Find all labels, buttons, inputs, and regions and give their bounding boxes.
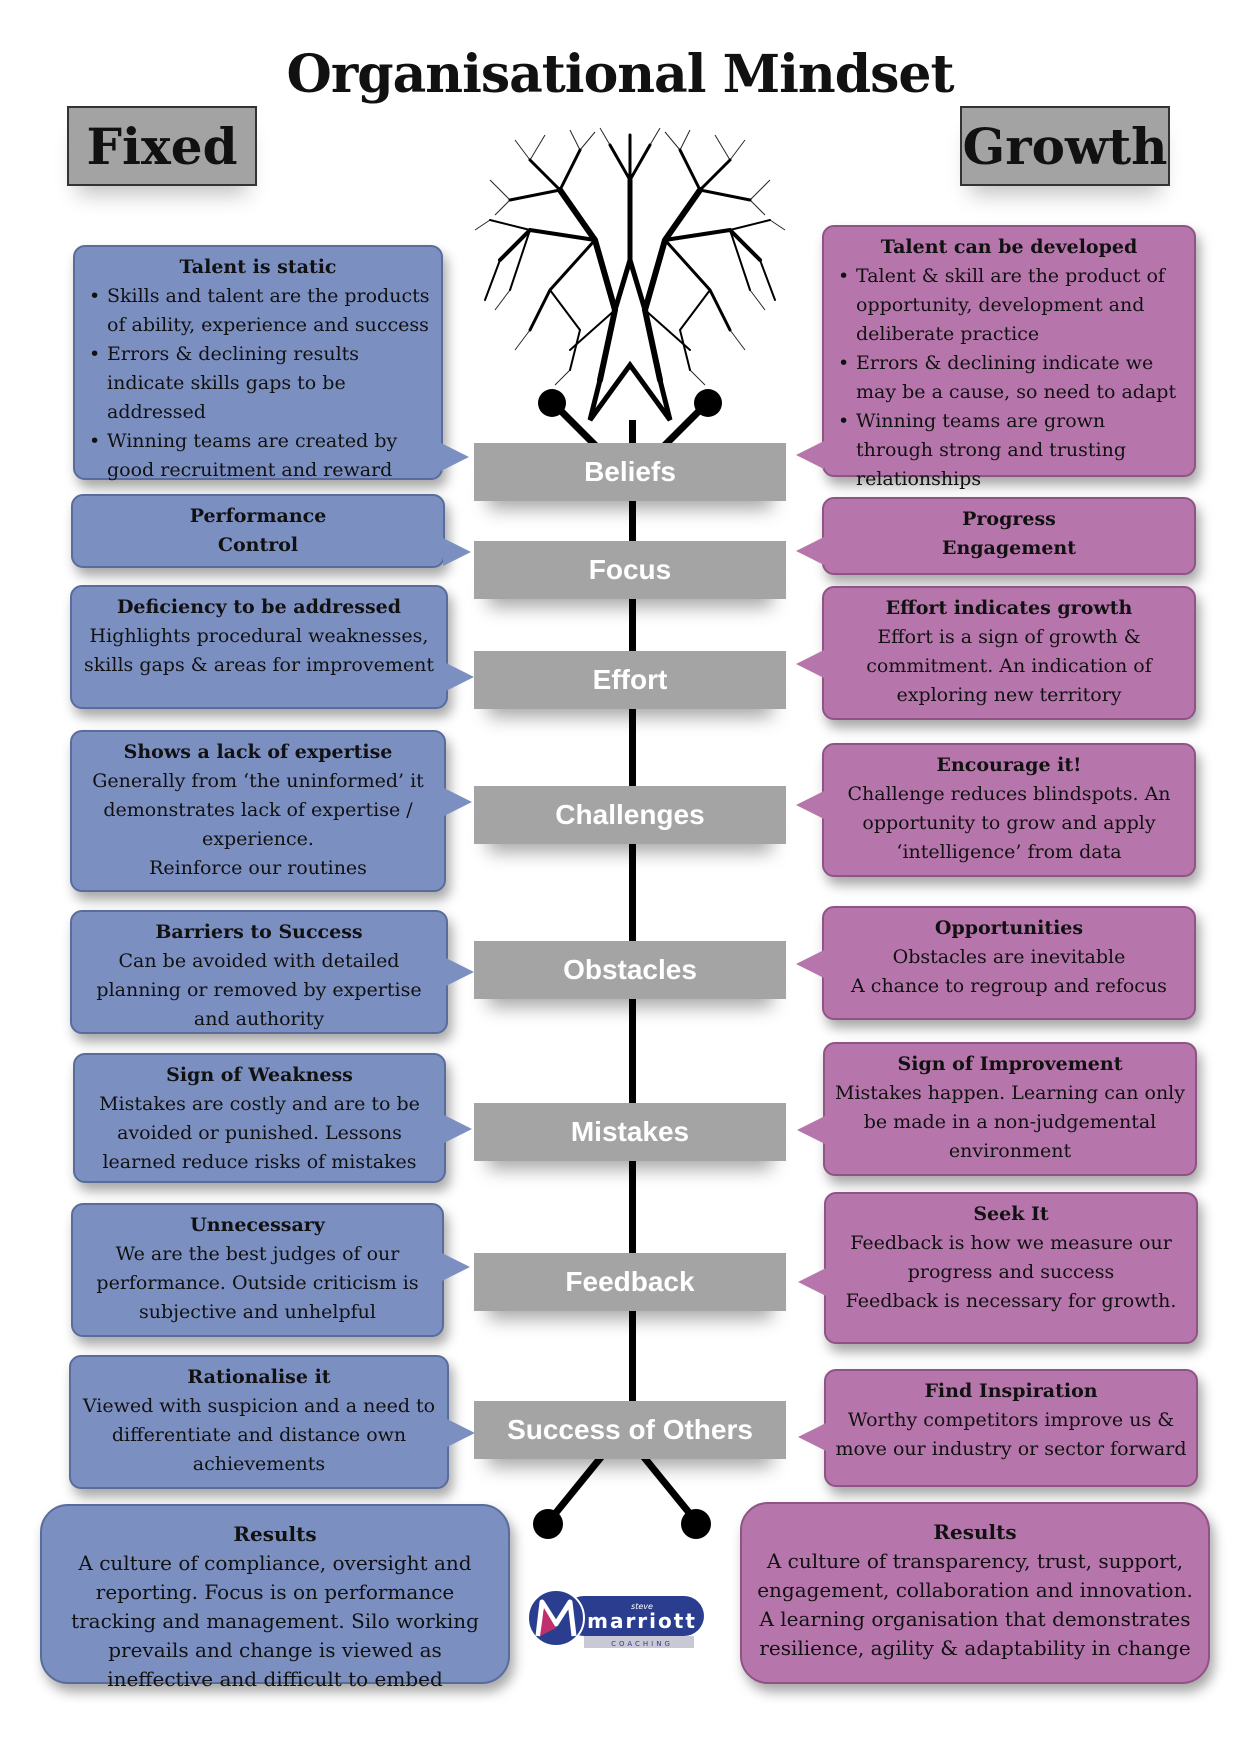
card-heading: Deficiency to be addressed	[116, 596, 402, 618]
card-heading: Talent can be developed	[880, 236, 1138, 258]
bullet-list: Talent & skill are the product of opport…	[834, 262, 1184, 494]
card-body: Generally from ‘the uninformed’ it demon…	[92, 770, 424, 850]
category-beliefs: Beliefs	[474, 443, 786, 501]
fixed-beliefs-card: Talent is static Skills and talent are t…	[73, 245, 443, 510]
card-heading: Performance	[189, 505, 327, 527]
card-body: Challenge reduces blindspots. An opportu…	[847, 783, 1171, 863]
card-heading: Encourage it!	[936, 754, 1082, 776]
fixed-mistakes-card: Sign of Weakness Mistakes are costly and…	[73, 1053, 446, 1183]
tree-icon	[474, 127, 786, 422]
card-body-2: Feedback is necessary for growth.	[845, 1290, 1177, 1312]
fixed-challenges-card: Shows a lack of expertise Generally from…	[70, 730, 446, 892]
card-heading: Find Inspiration	[924, 1380, 1098, 1402]
fixed-obstacles-card: Barriers to Success Can be avoided with …	[70, 910, 448, 1034]
bullet-item: Errors & declining indicate we may be a …	[834, 349, 1184, 407]
bullet-item: Skills and talent are the products of ab…	[85, 282, 431, 340]
card-body-2: A chance to regroup and refocus	[851, 975, 1167, 997]
growth-results-card: Results A culture of transparency, trust…	[740, 1502, 1210, 1684]
fixed-focus-card: Performance Control	[71, 494, 445, 568]
growth-mistakes-card: Sign of Improvement Mistakes happen. Lea…	[823, 1042, 1197, 1176]
card-body: We are the best judges of our performanc…	[96, 1243, 419, 1323]
card-body: Obstacles are inevitable	[892, 946, 1126, 968]
card-heading: Results	[933, 1520, 1017, 1544]
card-body: Worthy competitors improve us & move our…	[835, 1409, 1187, 1460]
category-challenges: Challenges	[474, 786, 786, 844]
card-heading: Results	[233, 1522, 317, 1546]
marriott-coaching-logo: steve marriott COACHING	[527, 1589, 704, 1648]
card-heading: Unnecessary	[190, 1214, 325, 1236]
category-feedback: Feedback	[474, 1253, 786, 1311]
growth-focus-card: Progress Engagement	[822, 497, 1196, 575]
growth-feedback-card: Seek It Feedback is how we measure our p…	[824, 1192, 1198, 1344]
growth-beliefs-card: Talent can be developed Talent & skill a…	[822, 225, 1196, 490]
card-body: Effort is a sign of growth & commitment.…	[866, 626, 1152, 706]
bullet-item: Errors & declining results indicate skil…	[85, 340, 431, 427]
bullet-item: Winning teams are grown through strong a…	[834, 407, 1184, 494]
growth-challenges-card: Encourage it! Challenge reduces blindspo…	[822, 743, 1196, 877]
top-connector	[538, 389, 722, 453]
logo-sub-text: COACHING	[611, 1640, 673, 1648]
card-heading: Opportunities	[934, 917, 1084, 939]
fixed-success-card: Rationalise it Viewed with suspicion and…	[69, 1355, 449, 1489]
growth-success-card: Find Inspiration Worthy competitors impr…	[824, 1369, 1198, 1487]
card-heading: Effort indicates growth	[885, 597, 1133, 619]
center-spine	[629, 420, 636, 1420]
card-heading: Sign of Weakness	[166, 1064, 353, 1086]
card-heading: Talent is static	[179, 256, 337, 278]
card-heading: Barriers to Success	[155, 921, 363, 943]
card-body: Viewed with suspicion and a need to diff…	[82, 1395, 436, 1475]
category-mistakes: Mistakes	[474, 1103, 786, 1161]
fixed-feedback-card: Unnecessary We are the best judges of ou…	[71, 1203, 444, 1337]
card-heading: Rationalise it	[187, 1366, 331, 1388]
fixed-results-card: Results A culture of compliance, oversig…	[40, 1504, 510, 1691]
card-body: Mistakes happen. Learning can only be ma…	[835, 1082, 1185, 1162]
category-obstacles: Obstacles	[474, 941, 786, 999]
card-heading: Sign of Improvement	[897, 1053, 1123, 1075]
card-heading: Seek It	[973, 1203, 1049, 1225]
card-body: A culture of transparency, trust, suppor…	[757, 1549, 1193, 1660]
fixed-header: Fixed	[67, 106, 257, 186]
card-heading: Progress	[962, 508, 1056, 530]
bullet-item: Talent & skill are the product of opport…	[834, 262, 1184, 349]
card-body: Mistakes are costly and are to be avoide…	[99, 1093, 420, 1173]
card-heading-line2: Engagement	[941, 537, 1077, 559]
card-body: Can be avoided with detailed planning or…	[96, 950, 422, 1030]
category-effort: Effort	[474, 651, 786, 709]
card-body: Feedback is how we measure our progress …	[850, 1232, 1172, 1283]
card-body-2: Reinforce our routines	[149, 857, 367, 879]
card-heading-line2: Control	[217, 534, 299, 556]
growth-obstacles-card: Opportunities Obstacles are inevitable A…	[822, 906, 1196, 1020]
category-focus: Focus	[474, 541, 786, 599]
card-heading: Shows a lack of expertise	[123, 741, 393, 763]
bullet-list: Skills and talent are the products of ab…	[85, 282, 431, 514]
card-body: Highlights procedural weaknesses, skills…	[84, 625, 434, 676]
fixed-effort-card: Deficiency to be addressed Highlights pr…	[70, 585, 448, 709]
category-success-of-others: Success of Others	[474, 1401, 786, 1459]
page-title: Organisational Mindset	[286, 44, 955, 105]
growth-header: Growth	[960, 106, 1170, 186]
card-body: A culture of compliance, oversight and r…	[71, 1551, 479, 1691]
growth-effort-card: Effort indicates growth Effort is a sign…	[822, 586, 1196, 720]
logo-name-text: marriott	[587, 1609, 697, 1633]
logo-top-text: steve	[631, 1602, 653, 1611]
